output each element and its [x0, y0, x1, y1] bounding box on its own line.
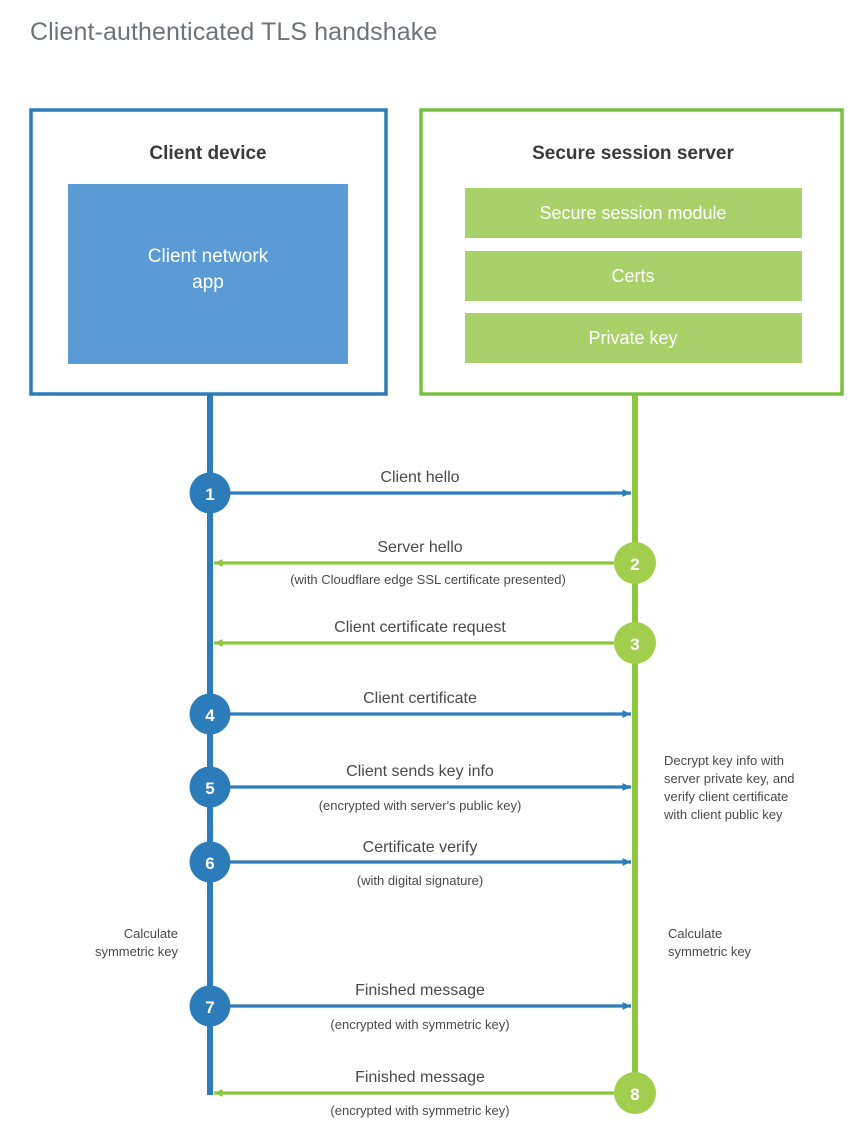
step-2-badge[interactable] [614, 542, 656, 584]
step-5[interactable]: Client sends key info (encrypted with se… [189, 763, 632, 813]
step-6-label: Certificate verify [363, 839, 478, 856]
step-6-badge[interactable] [189, 841, 231, 883]
client-calculate-key-note-line-1: symmetric key [95, 944, 179, 959]
client-device-box: Client device Client network app [29, 108, 388, 396]
step-8-number: 8 [630, 1085, 639, 1104]
server-chip-private-key [465, 313, 802, 363]
step-2-label: Server hello [377, 539, 462, 556]
server-calculate-key-note: Calculate symmetric key [668, 926, 752, 959]
client-device-heading: Client device [149, 143, 266, 164]
step-1[interactable]: Client hello 1 [189, 469, 632, 514]
server-calculate-key-note-line-1: symmetric key [668, 944, 752, 959]
step-1-badge[interactable] [189, 472, 231, 514]
client-calculate-key-note-line-0: Calculate [124, 926, 178, 941]
step-2-number: 2 [630, 555, 639, 574]
step-5-badge[interactable] [189, 766, 231, 808]
step-1-label: Client hello [380, 469, 459, 486]
step-7-number: 7 [205, 998, 214, 1017]
client-network-app-box [68, 184, 348, 364]
server-chip-label-2: Private key [588, 328, 677, 348]
secure-session-server-box: Secure session server Secure session mod… [419, 108, 844, 396]
step-7-sublabel: (encrypted with symmetric key) [330, 1017, 509, 1032]
server-chip-label-0: Secure session module [539, 203, 726, 223]
step-3[interactable]: Client certificate request 3 [214, 619, 656, 664]
step-4-number: 4 [205, 706, 215, 725]
step-2[interactable]: Server hello (with Cloudflare edge SSL c… [214, 539, 656, 587]
step-3-number: 3 [630, 635, 639, 654]
step-3-badge[interactable] [614, 622, 656, 664]
step-7-label: Finished message [355, 982, 485, 999]
step-7-badge[interactable] [189, 985, 231, 1027]
server-decrypt-note-line-1: server private key, and [664, 771, 795, 786]
client-network-app-label-line2: app [192, 272, 224, 293]
client-calculate-key-note: Calculate symmetric key [95, 926, 179, 959]
step-8-label: Finished message [355, 1069, 485, 1086]
server-decrypt-note-line-0: Decrypt key info with [664, 753, 784, 768]
step-4[interactable]: Client certificate 4 [189, 690, 632, 735]
step-5-label: Client sends key info [346, 763, 494, 780]
step-5-number: 5 [205, 779, 214, 798]
step-1-number: 1 [205, 485, 214, 504]
step-8[interactable]: Finished message (encrypted with symmetr… [214, 1069, 656, 1118]
step-4-badge[interactable] [189, 693, 231, 735]
step-6-number: 6 [205, 854, 214, 873]
step-8-sublabel: (encrypted with symmetric key) [330, 1103, 509, 1118]
server-chip-label-1: Certs [611, 266, 654, 286]
step-7[interactable]: Finished message (encrypted with symmetr… [189, 982, 632, 1032]
step-4-label: Client certificate [363, 690, 477, 707]
step-6-sublabel: (with digital signature) [357, 873, 483, 888]
server-decrypt-note-line-3: with client public key [663, 807, 783, 822]
server-chip-secure-session-module [465, 188, 802, 238]
step-6[interactable]: Certificate verify (with digital signatu… [189, 839, 632, 888]
step-3-label: Client certificate request [334, 619, 506, 636]
step-5-sublabel: (encrypted with server's public key) [319, 798, 522, 813]
server-calculate-key-note-line-0: Calculate [668, 926, 722, 941]
server-chip-certs [465, 251, 802, 301]
step-2-sublabel: (with Cloudflare edge SSL certificate pr… [290, 572, 566, 587]
client-network-app-label-line1: Client network [148, 246, 269, 267]
page-title: Client-authenticated TLS handshake [30, 18, 438, 46]
step-8-badge[interactable] [614, 1072, 656, 1114]
server-decrypt-note: Decrypt key info with server private key… [663, 753, 795, 822]
secure-session-server-heading: Secure session server [532, 143, 734, 164]
server-decrypt-note-line-2: verify client certificate [664, 789, 788, 804]
